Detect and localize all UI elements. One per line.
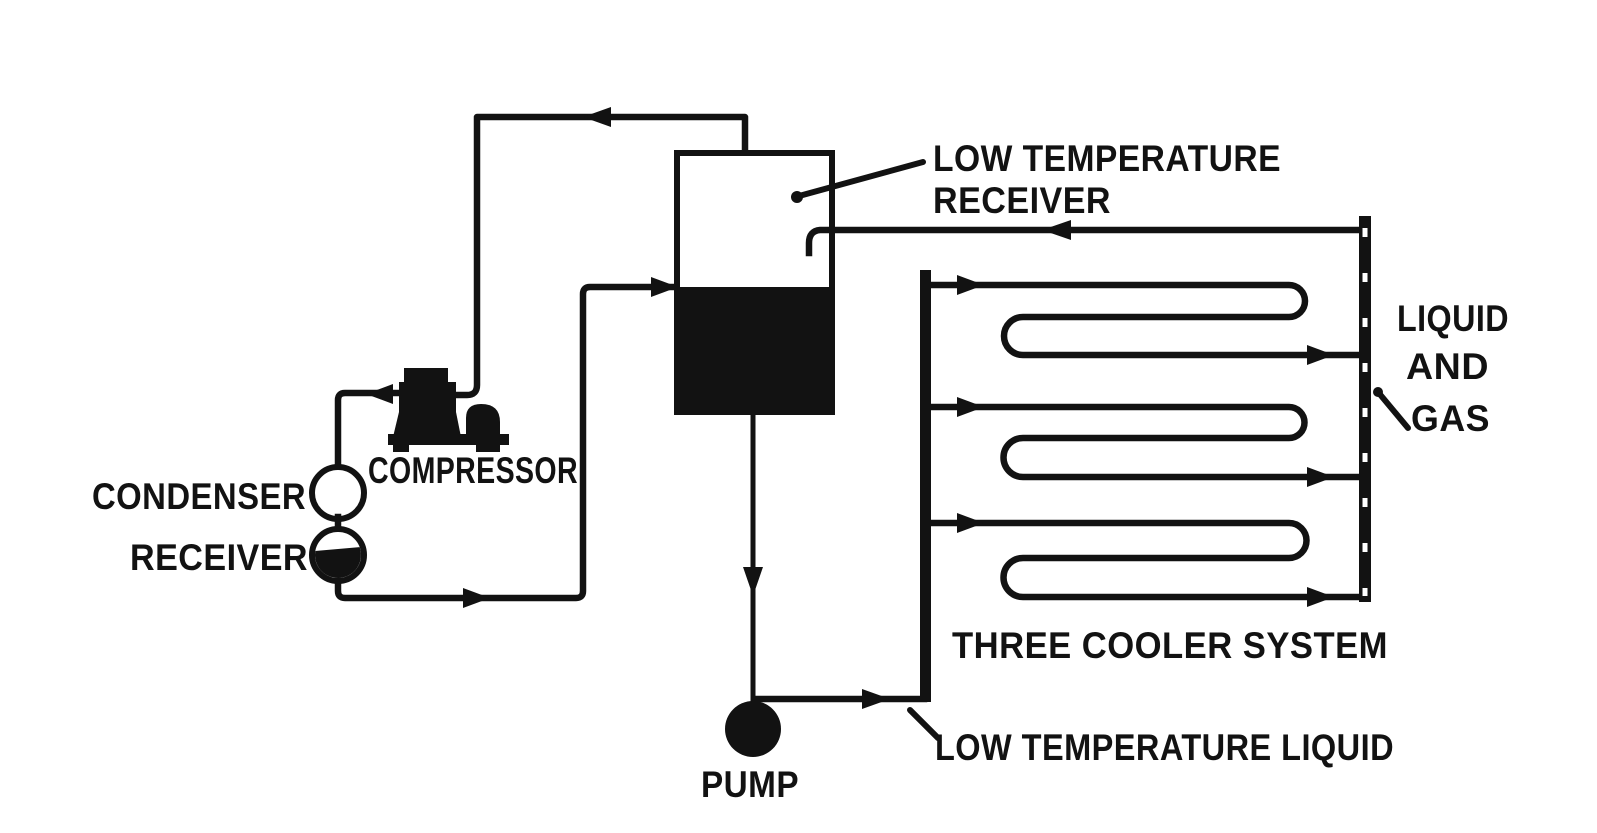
callout-dot — [1373, 387, 1383, 397]
pump-suction-arrow-icon — [743, 567, 763, 596]
discharge-flow-arrow-icon — [366, 384, 393, 404]
compressor-icon — [388, 368, 509, 452]
label-low-temperature-receiver-line1: LOW TEMPERATURE — [933, 138, 1281, 179]
return-line — [805, 220, 1364, 257]
cooler-circuit-1 — [927, 275, 1361, 365]
label-three-cooler-system: THREE COOLER SYSTEM — [952, 625, 1388, 666]
callout-low-temp-receiver — [791, 159, 926, 203]
label-receiver: RECEIVER — [130, 537, 308, 578]
tank-feed-arrow-icon — [651, 277, 678, 297]
callout-low-temp-liquid — [907, 707, 941, 741]
condensate-flow-arrow-icon — [463, 588, 490, 608]
label-liquid-and-gas-line3: GAS — [1411, 398, 1490, 439]
callout-liquid-and-gas — [1373, 387, 1411, 431]
pump-icon — [725, 701, 781, 757]
callout-dot — [791, 191, 803, 203]
circuit3-inlet-arrow-icon — [957, 513, 984, 533]
supply-header-bar — [920, 270, 931, 702]
circuit1-inlet-arrow-icon — [957, 275, 984, 295]
return-flow-arrow-icon — [1042, 220, 1071, 240]
circuit2-inlet-arrow-icon — [957, 397, 984, 417]
circuit2-outlet-arrow-icon — [1307, 467, 1334, 487]
pump-discharge-arrow-icon — [862, 689, 890, 709]
label-compressor: COMPRESSOR — [368, 450, 578, 491]
label-liquid-and-gas-line1: LIQUID — [1397, 298, 1509, 339]
condensate-feed-line — [334, 277, 717, 608]
discharge-line — [334, 384, 416, 472]
pump-suction-line — [743, 409, 763, 707]
suction-line — [448, 107, 749, 399]
pump-discharge-line — [752, 689, 928, 709]
low-temperature-receiver-tank — [674, 150, 835, 415]
suction-flow-arrow-icon — [583, 107, 611, 127]
tank-liquid — [674, 287, 835, 415]
circuit1-outlet-arrow-icon — [1307, 345, 1334, 365]
circuit3-outlet-arrow-icon — [1307, 587, 1334, 607]
return-header-bar — [1359, 216, 1371, 602]
condenser-icon — [309, 464, 367, 522]
label-liquid-and-gas-line2: AND — [1406, 346, 1489, 387]
label-pump: PUMP — [701, 764, 799, 805]
cooler-circuit-2 — [927, 397, 1361, 487]
label-low-temperature-receiver-line2: RECEIVER — [933, 180, 1111, 221]
label-low-temperature-liquid: LOW TEMPERATURE LIQUID — [935, 727, 1394, 768]
cooler-circuit-3 — [927, 513, 1361, 607]
label-condenser: CONDENSER — [92, 476, 306, 517]
receiver-icon — [309, 526, 367, 584]
